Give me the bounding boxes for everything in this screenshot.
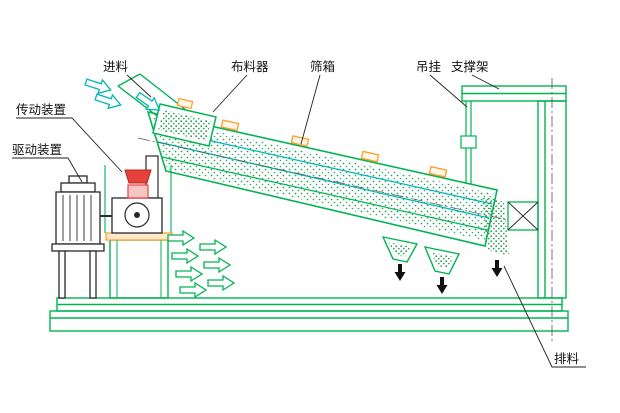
label-support-frame: 支撑架 xyxy=(451,59,489,74)
callout-lines xyxy=(12,74,586,368)
discharge-hoppers xyxy=(381,236,461,275)
distributor xyxy=(152,97,217,147)
label-distributor: 布料器 xyxy=(231,60,269,74)
label-drive: 驱动装置 xyxy=(12,143,62,157)
discharge-stream xyxy=(482,196,509,256)
motor-fins xyxy=(62,195,92,241)
hanging-rod xyxy=(460,101,477,184)
material-flow-arrows xyxy=(167,230,235,298)
support-bracket xyxy=(507,201,539,231)
transmission-unit xyxy=(100,155,173,299)
label-screen-box: 筛箱 xyxy=(310,59,335,74)
screen-box-centerline xyxy=(137,137,509,221)
drive-motor xyxy=(51,175,105,299)
label-hanging: 吊挂 xyxy=(416,60,441,74)
base-frame xyxy=(49,297,569,332)
screen-box-mounts xyxy=(220,119,448,178)
labels: 进料 布料器 筛箱 吊挂 支撑架 传动装置 驱动装置 排料 xyxy=(12,59,580,366)
feed-arrows xyxy=(83,74,164,117)
label-feed: 进料 xyxy=(103,60,129,74)
label-transmission: 传动装置 xyxy=(16,102,66,117)
label-discharge: 排料 xyxy=(554,352,580,366)
